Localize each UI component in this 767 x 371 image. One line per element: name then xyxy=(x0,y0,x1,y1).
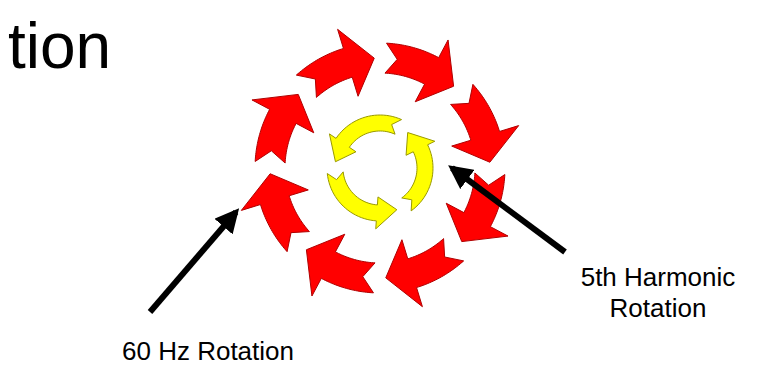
ring-label: 5th Harmonic Rotation xyxy=(568,262,748,324)
red-arrow-segment xyxy=(385,40,454,102)
red-arrow-segment xyxy=(451,84,519,162)
red-arrow-segment xyxy=(296,29,374,97)
red-arrow-segment xyxy=(306,234,375,296)
yellow-arrow-segment xyxy=(327,172,397,229)
red-arrow-segment xyxy=(252,94,314,163)
yellow-arrow-segment xyxy=(329,115,401,162)
harmonic-rotation-ring xyxy=(327,115,435,229)
slide-title: tion xyxy=(8,14,111,78)
fundamental-rotation-ring xyxy=(241,29,518,306)
red-arrow-segment xyxy=(386,239,464,307)
yellow-arrow-segment xyxy=(402,133,435,211)
ring-label: 60 Hz Rotation xyxy=(122,336,294,367)
leader-arrow xyxy=(150,212,236,312)
leader-arrow xyxy=(452,168,565,252)
red-arrow-segment xyxy=(241,174,309,252)
